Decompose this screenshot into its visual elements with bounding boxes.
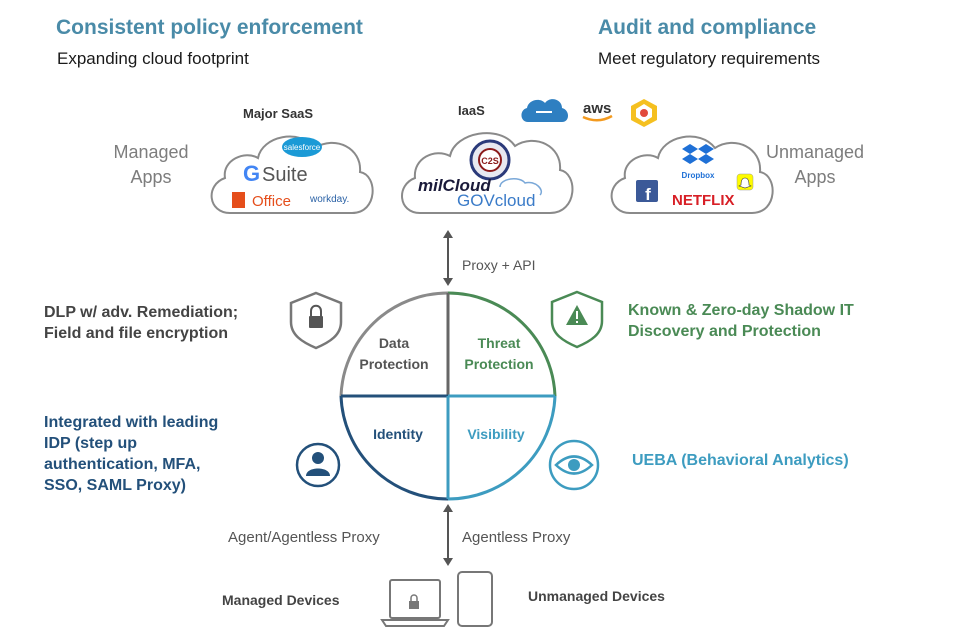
svg-text:Office: Office <box>252 193 291 210</box>
idp-line-1: Integrated with leading <box>44 414 219 431</box>
dlp-line-1: DLP w/ adv. Remediation; <box>44 304 239 321</box>
svg-text:f: f <box>645 185 651 204</box>
laptop-icon <box>380 579 450 627</box>
svg-text:C2S: C2S <box>481 156 499 166</box>
agent-proxy-label: Agent/Agentless Proxy <box>228 529 380 546</box>
idp-feature-text: Integrated with leading IDP (step up aut… <box>44 412 218 496</box>
top-connector-arrow <box>443 230 453 286</box>
svg-text:G: G <box>243 161 260 186</box>
svg-text:workday.: workday. <box>309 194 349 205</box>
agentless-proxy-label: Agentless Proxy <box>462 529 571 546</box>
svg-text:milCloud: milCloud <box>418 176 491 195</box>
aws-logo-icon: aws <box>582 100 613 122</box>
milcloud-logo: milCloud <box>418 176 491 195</box>
proxy-api-label: Proxy + API <box>462 257 536 273</box>
google-cloud-icon <box>631 99 657 127</box>
facebook-icon: f <box>636 180 658 204</box>
shadow-it-line-1: Known & Zero-day Shadow IT <box>628 302 854 319</box>
shadow-it-feature-text: Known & Zero-day Shadow IT Discovery and… <box>628 300 854 342</box>
idp-line-4: SSO, SAML Proxy) <box>44 477 186 494</box>
unmanaged-apps-label: Unmanaged Apps <box>765 142 865 187</box>
left-title: Consistent policy enforcement <box>56 16 363 39</box>
svg-text:GOVcloud: GOVcloud <box>457 191 535 210</box>
dropbox-icon <box>682 144 714 164</box>
idp-line-2: IDP (step up <box>44 435 138 452</box>
dropbox-label: Dropbox <box>682 171 715 180</box>
quadrant-circle <box>339 291 557 501</box>
right-subtitle: Meet regulatory requirements <box>598 49 821 68</box>
unmanaged-devices-label: Unmanaged Devices <box>528 588 665 604</box>
user-icon <box>295 442 341 488</box>
ueba-line-1: UEBA (Behavioral Analytics) <box>632 452 849 469</box>
left-subtitle: Expanding cloud footprint <box>57 49 249 68</box>
office-logo: Office <box>232 192 291 210</box>
data-protection-line2: Protection <box>359 356 429 372</box>
azure-cloud-icon <box>521 99 568 122</box>
identity-label: Identity <box>373 426 423 442</box>
dlp-feature-text: DLP w/ adv. Remediation; Field and file … <box>44 302 238 344</box>
c2s-seal: C2S <box>469 139 511 181</box>
dlp-line-2: Field and file encryption <box>44 325 229 342</box>
svg-text:Suite: Suite <box>262 164 308 186</box>
threat-protection-label: Threat Protection <box>456 333 542 375</box>
netflix-logo: NETFLIX <box>672 192 735 209</box>
ueba-feature-text: UEBA (Behavioral Analytics) <box>632 450 849 471</box>
saas-cloud <box>210 135 374 214</box>
svg-text:aws: aws <box>583 100 611 117</box>
idp-line-3: authentication, MFA, <box>44 456 201 473</box>
eye-icon <box>548 439 600 491</box>
visibility-label: Visibility <box>467 426 525 442</box>
warning-shield-icon <box>550 290 604 349</box>
svg-text:salesforce: salesforce <box>284 143 321 152</box>
gsuite-logo: G Suite <box>243 161 308 186</box>
mobile-device-icon <box>457 571 493 627</box>
snapchat-icon <box>736 173 754 191</box>
saas-caption: Major SaaS <box>243 106 314 121</box>
bottom-connector-arrow <box>443 504 453 566</box>
data-protection-line1: Data <box>378 335 410 351</box>
managed-apps-label: Managed Apps <box>113 142 189 187</box>
govcloud-logo: GOVcloud <box>457 178 542 210</box>
workday-logo: workday. <box>309 194 349 205</box>
salesforce-logo: salesforce <box>282 137 322 157</box>
threat-protection-line2: Protection <box>464 356 534 372</box>
data-protection-label: Data Protection <box>349 333 439 375</box>
lock-shield-icon <box>289 291 343 350</box>
iaas-caption: IaaS <box>458 103 485 118</box>
managed-devices-label: Managed Devices <box>222 592 340 608</box>
threat-protection-line1: Threat <box>477 335 521 351</box>
shadow-it-line-2: Discovery and Protection <box>628 323 821 340</box>
right-title: Audit and compliance <box>598 16 817 39</box>
